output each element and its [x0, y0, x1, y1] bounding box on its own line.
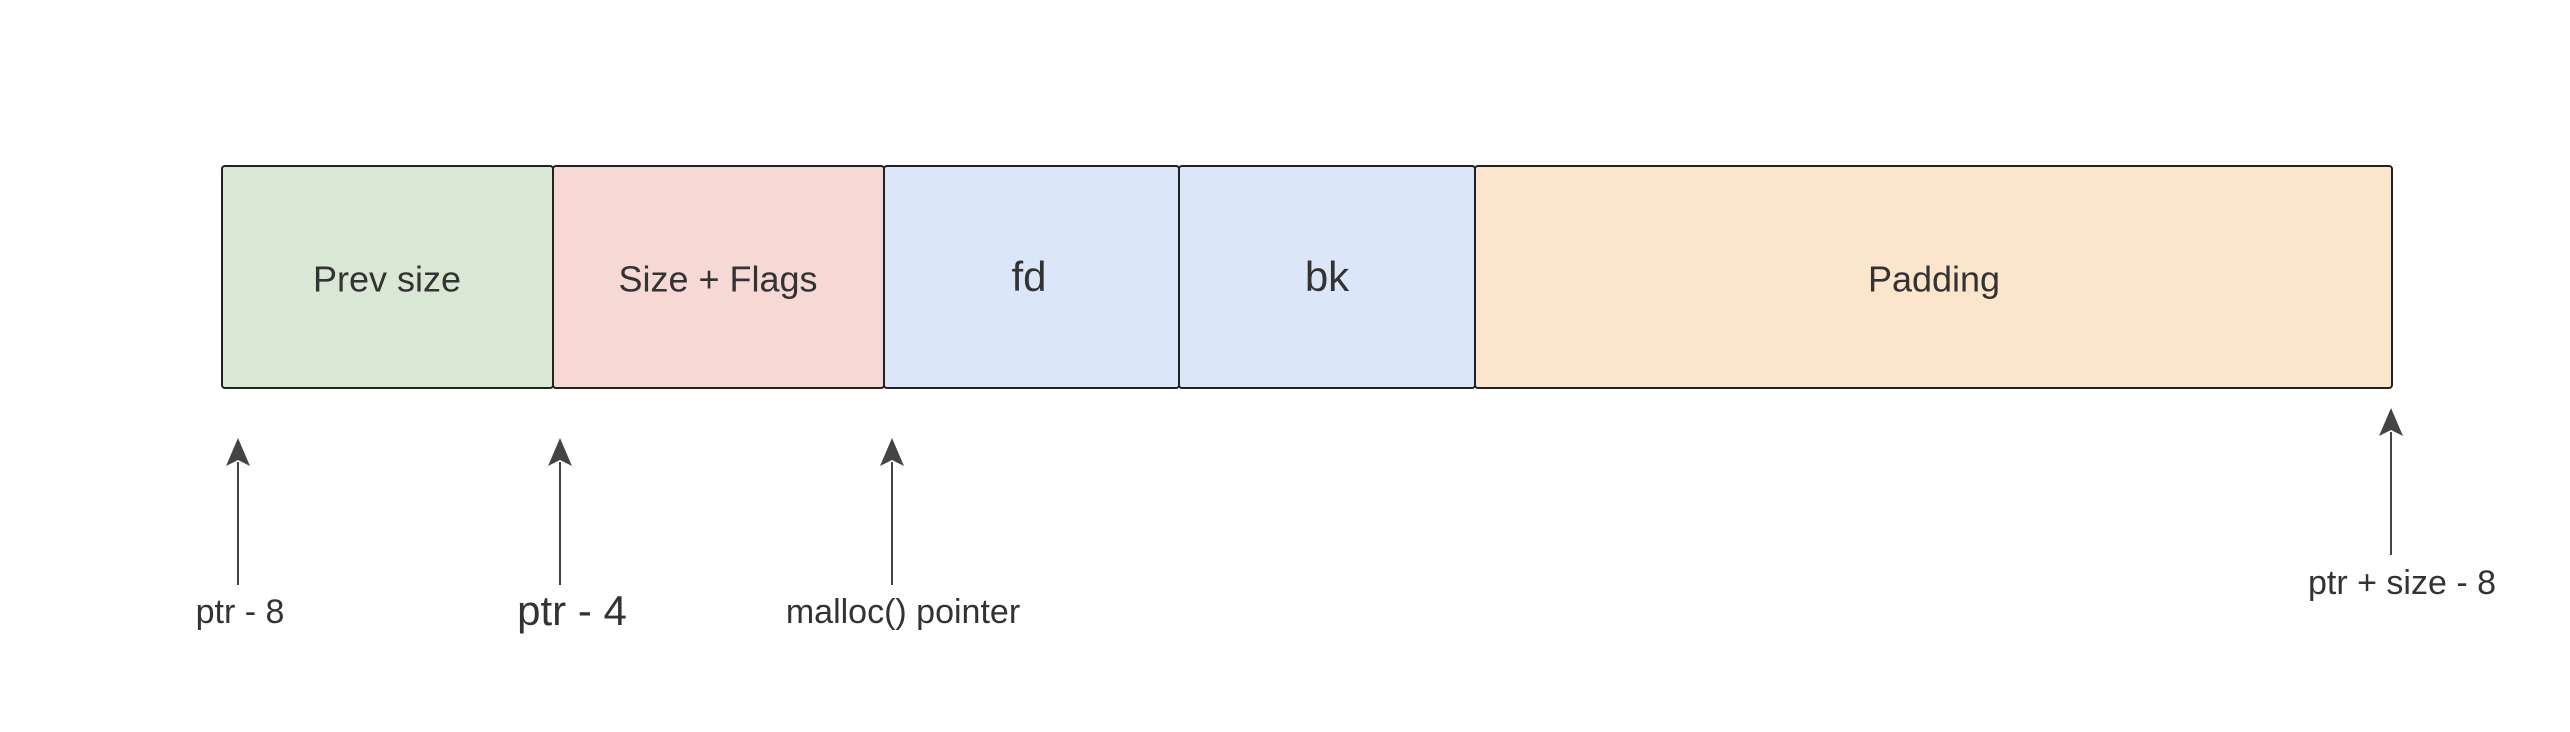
pointer-arrow-ptr-plus-size-minus-8: ptr + size - 8: [2308, 408, 2496, 602]
segment-fd-label: fd: [1011, 253, 1046, 300]
segment-bk-label: bk: [1305, 253, 1350, 300]
pointer-arrow-ptr-minus-4: ptr - 4: [517, 438, 627, 634]
arrow-up-icon: [226, 438, 250, 466]
segment-size-flags-label: Size + Flags: [618, 259, 817, 300]
pointer-label-ptr-minus-8: ptr - 8: [196, 593, 285, 631]
segment-padding: [1474, 165, 2393, 389]
chunk-row: Prev size Size + Flags fd bk Padding: [221, 165, 2393, 389]
arrow-up-icon: [2379, 408, 2403, 436]
arrow-up-icon: [548, 438, 572, 466]
pointer-arrow-ptr-minus-8: ptr - 8: [196, 438, 285, 631]
arrow-up-icon: [880, 438, 904, 466]
segment-padding-label: Padding: [1868, 259, 2000, 300]
pointer-label-malloc-pointer: malloc() pointer: [786, 593, 1020, 631]
segment-prev-size-label: Prev size: [313, 259, 461, 300]
pointer-label-ptr-minus-4: ptr - 4: [517, 587, 627, 634]
pointer-arrow-malloc-pointer: malloc() pointer: [786, 438, 1020, 631]
pointer-label-ptr-plus-size-minus-8: ptr + size - 8: [2308, 564, 2496, 602]
